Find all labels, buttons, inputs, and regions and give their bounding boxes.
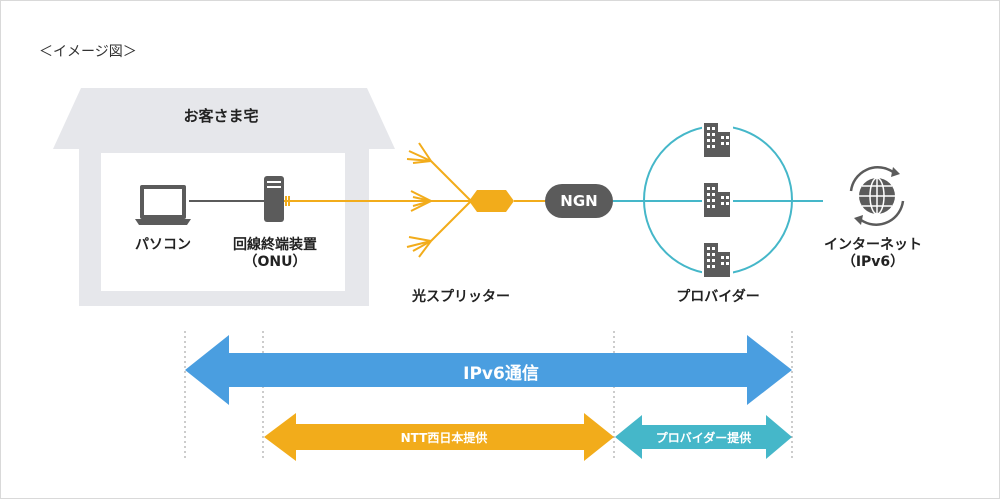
ipv6-arrow-label: IPv6通信: [463, 364, 539, 384]
ntt-arrow: [264, 413, 614, 461]
onu-label-line2: （ONU）: [243, 254, 307, 270]
ngn-label: NGN: [560, 192, 598, 210]
provider-label: プロバイダー: [676, 289, 760, 305]
building-icon: [702, 181, 733, 217]
onu-icon: [264, 176, 284, 222]
laptop-icon: [135, 185, 191, 225]
pc-label: パソコン: [135, 237, 191, 253]
provider-arrow: [615, 415, 792, 459]
internet-label-line1: インターネット: [824, 237, 922, 253]
internet-label-line2: （IPv6）: [841, 254, 905, 270]
ipv6-arrow: [185, 335, 792, 405]
splitter-icon: [469, 190, 514, 212]
guide-lines: [184, 331, 793, 461]
building-icon: [702, 121, 733, 157]
ngn-pill: [545, 184, 613, 218]
splitter-label: 光スプリッター: [412, 289, 510, 305]
globe-icon: [849, 166, 905, 226]
house: [53, 88, 395, 306]
provider-arrow-label: プロバイダー提供: [655, 431, 752, 445]
splitter-branches: [406, 142, 472, 258]
ntt-arrow-label: NTT西日本提供: [400, 431, 488, 445]
building-icon: [702, 241, 733, 277]
house-label: お客さま宅: [183, 107, 259, 125]
onu-label-line1: 回線終端装置: [233, 237, 317, 253]
caption: ＜イメージ図＞: [39, 44, 137, 60]
